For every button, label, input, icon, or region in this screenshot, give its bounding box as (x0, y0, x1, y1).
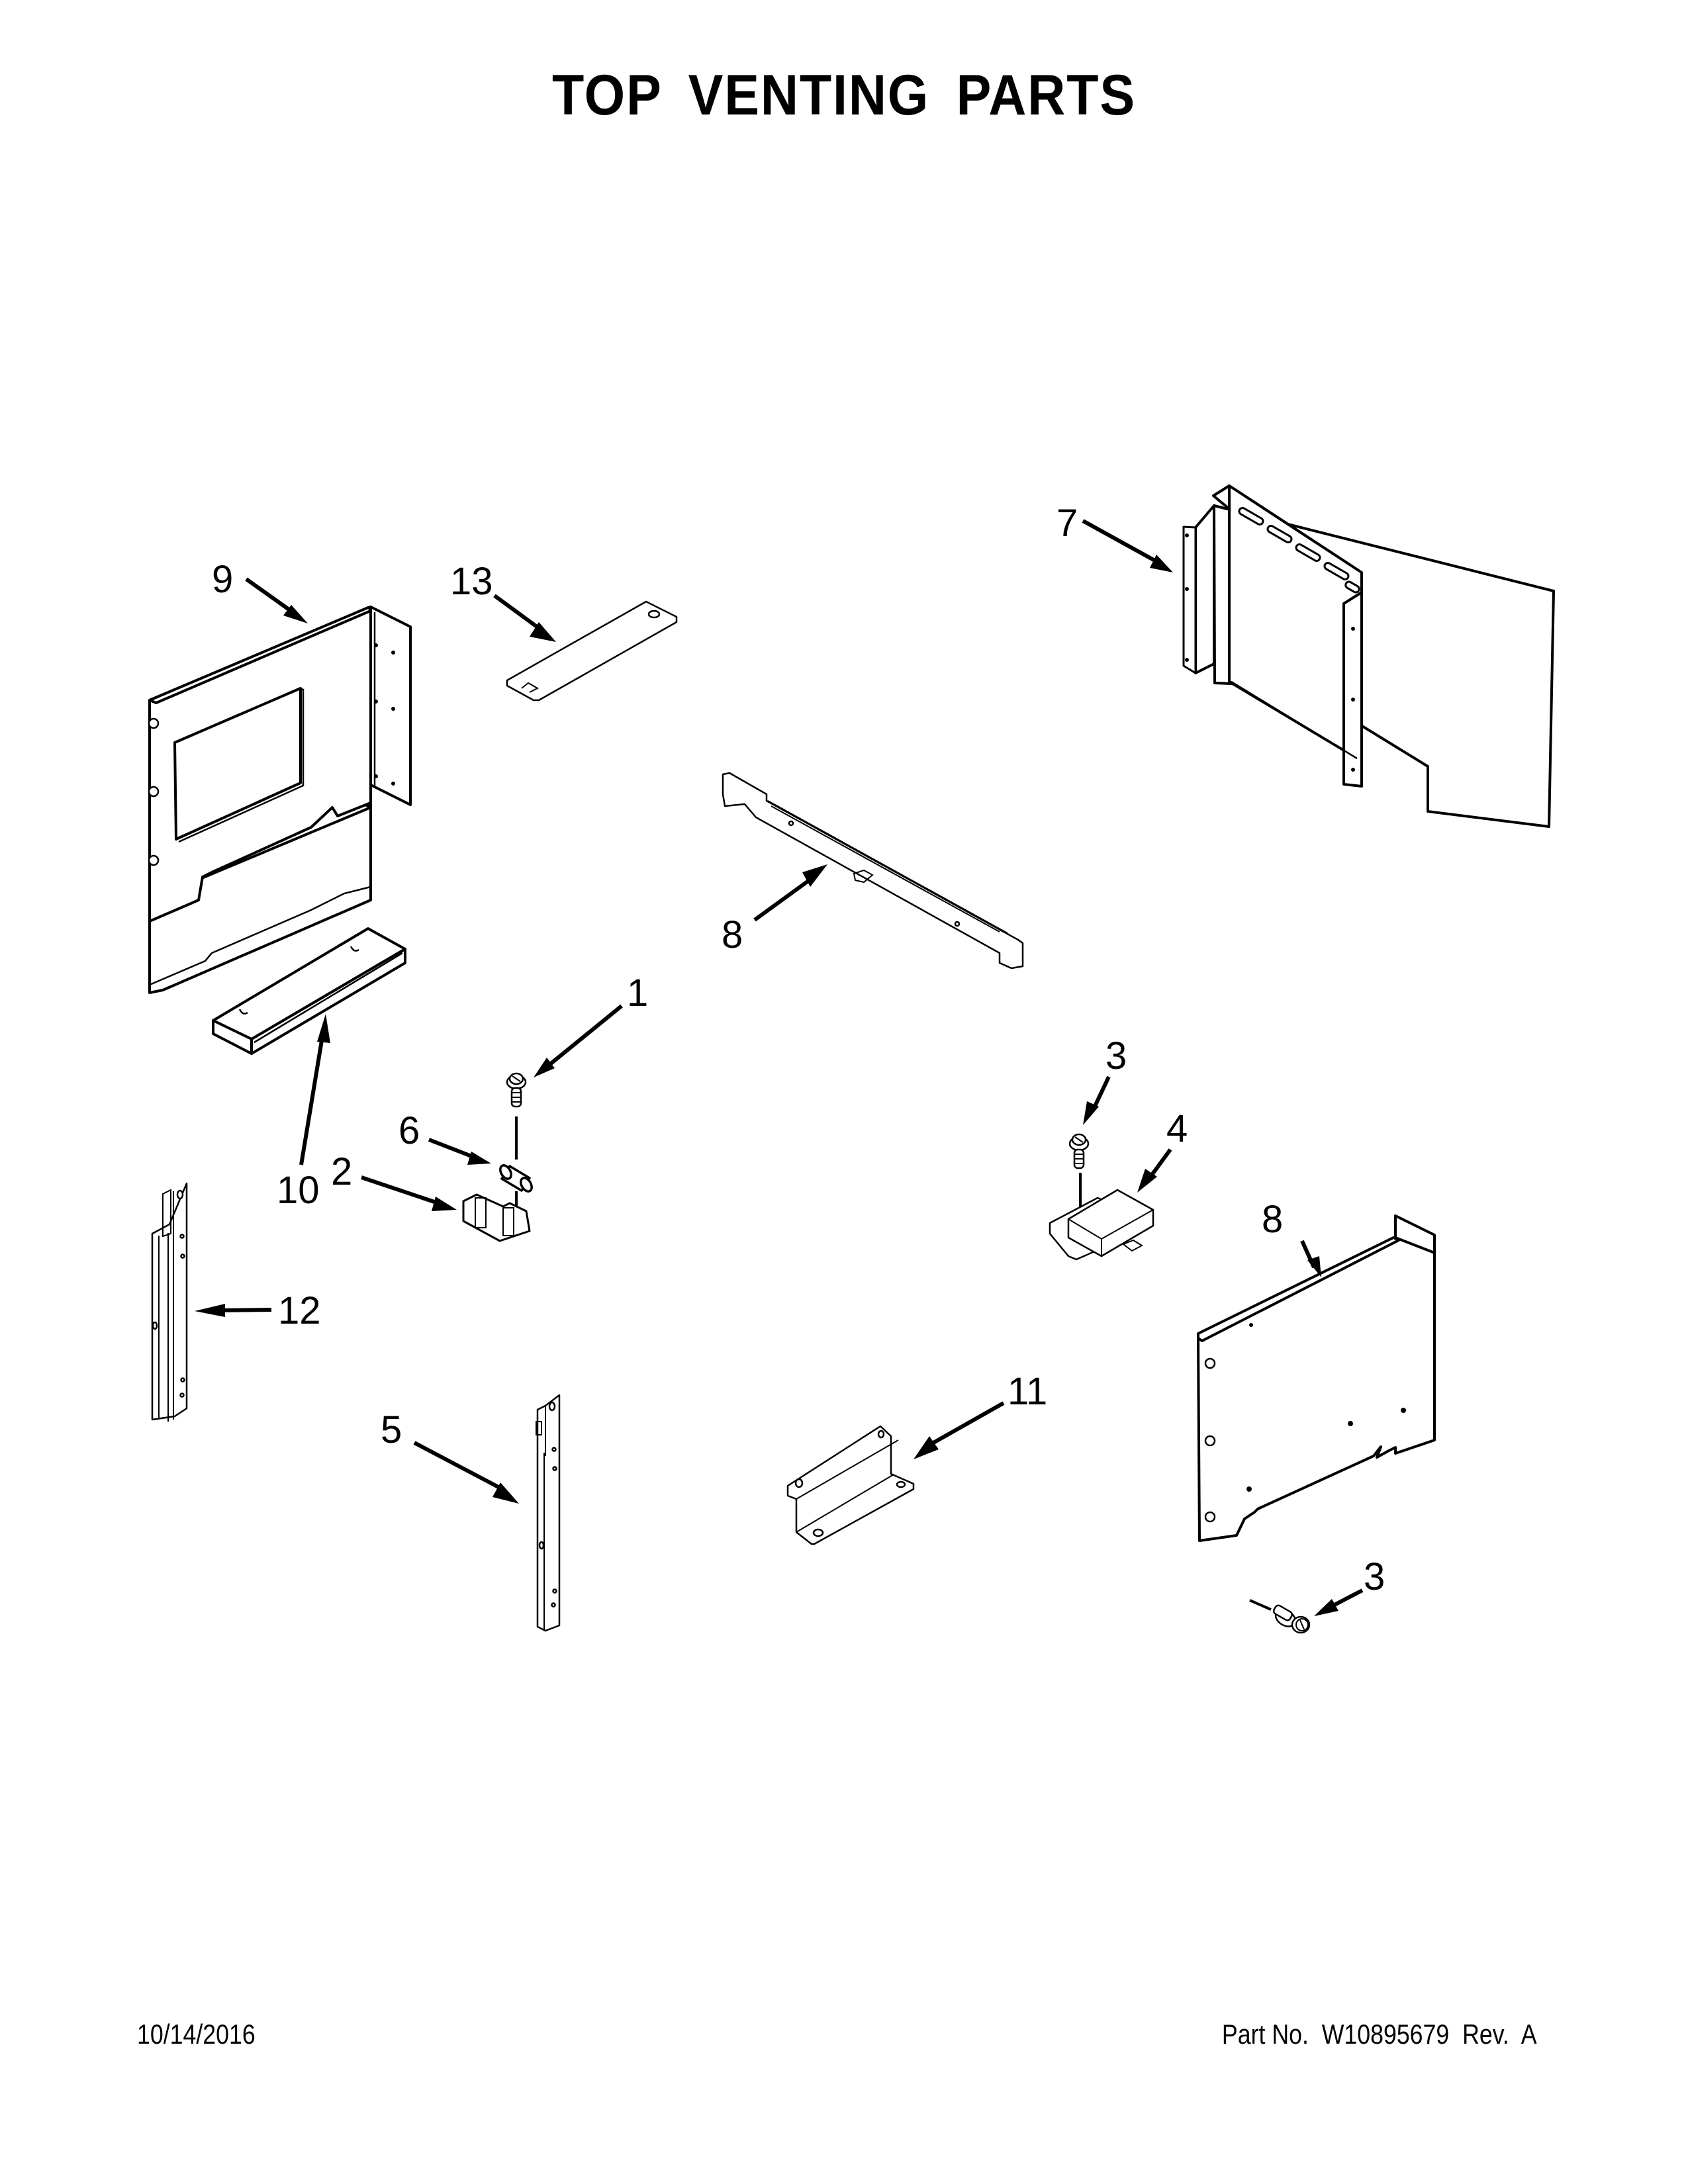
part-screw-3-upper[interactable] (1068, 1133, 1090, 1210)
part-module-box[interactable] (1049, 1189, 1154, 1261)
callout-3-upper: 3 (1105, 1034, 1127, 1077)
svg-text:6: 6 (399, 1109, 420, 1152)
svg-text:12: 12 (278, 1289, 321, 1332)
callout-8-right: 10 8 (1262, 1198, 1283, 1241)
callout-8-left: 9 (212, 558, 233, 601)
svg-text:13: 13 (450, 560, 493, 603)
svg-text:3: 3 (1364, 1555, 1385, 1598)
arrow-1 (534, 1004, 623, 1077)
part-z-bracket[interactable] (786, 1425, 915, 1545)
arrow-9 (753, 864, 827, 922)
callout-12: 13 (450, 560, 493, 603)
arrow-12 (493, 594, 556, 642)
svg-text:4: 4 (1166, 1107, 1188, 1150)
part-crossbar[interactable] (722, 772, 1024, 970)
part-side-panel-right[interactable] (1197, 1214, 1436, 1542)
part-side-panel-left[interactable] (148, 606, 412, 994)
svg-text:10: 10 (277, 1169, 320, 1212)
svg-text:2: 2 (331, 1150, 352, 1193)
callout-9: 8 (722, 913, 743, 956)
svg-text:11: 11 (1008, 1370, 1047, 1413)
callout-6: 6 (399, 1109, 420, 1152)
callout-13: 12 (278, 1289, 321, 1332)
arrow-4 (1137, 1148, 1172, 1193)
svg-text:8: 8 (1262, 1198, 1283, 1241)
callout-4: 4 (1166, 1107, 1188, 1150)
arrow-3-lower (1314, 1588, 1364, 1616)
arrow-11 (914, 1401, 1005, 1459)
svg-text:5: 5 (381, 1408, 402, 1451)
arrow-10 (299, 1014, 330, 1165)
arrow-8-right (1300, 1240, 1321, 1277)
footer-part-number: Part No. W10895679 Rev. A (1222, 2019, 1537, 2050)
part-vented-panel[interactable] (1182, 484, 1555, 828)
arrow-2 (361, 1175, 457, 1211)
part-fuse-holder[interactable] (462, 1193, 531, 1242)
footer-date: 10/14/2016 (137, 2019, 256, 2050)
part-flat-strap[interactable] (506, 600, 678, 702)
callout-1: 1 (627, 972, 648, 1015)
page-title: TOP VENTING PARTS (551, 64, 1137, 127)
callout-7: 7 (1056, 502, 1078, 545)
arrow-5 (413, 1441, 519, 1504)
svg-text:3: 3 (1105, 1034, 1127, 1077)
arrow-13 (195, 1304, 272, 1317)
arrow-6 (428, 1138, 491, 1165)
svg-text:1: 1 (627, 972, 648, 1015)
part-fuse[interactable] (498, 1163, 534, 1218)
callout-5: 5 (381, 1408, 402, 1451)
callout-3-lower: 3 (1364, 1555, 1385, 1598)
callout-2: 2 (331, 1150, 352, 1193)
svg-text:9: 9 (212, 558, 233, 601)
part-screw-1[interactable] (506, 1072, 527, 1160)
part-vertical-rail-13[interactable] (151, 1182, 188, 1422)
arrow-7 (1082, 519, 1173, 572)
part-vertical-rail-5[interactable] (536, 1394, 561, 1632)
svg-text:8: 8 (722, 913, 743, 956)
arrow-3-upper (1083, 1075, 1111, 1125)
callout-10: 10 (277, 1169, 320, 1212)
callout-11: 11 (1008, 1370, 1047, 1413)
part-screw-3-lower[interactable] (1249, 1599, 1311, 1634)
part-channel-bracket[interactable] (212, 927, 406, 1055)
svg-text:7: 7 (1056, 502, 1078, 545)
arrow-8-left (245, 577, 308, 623)
